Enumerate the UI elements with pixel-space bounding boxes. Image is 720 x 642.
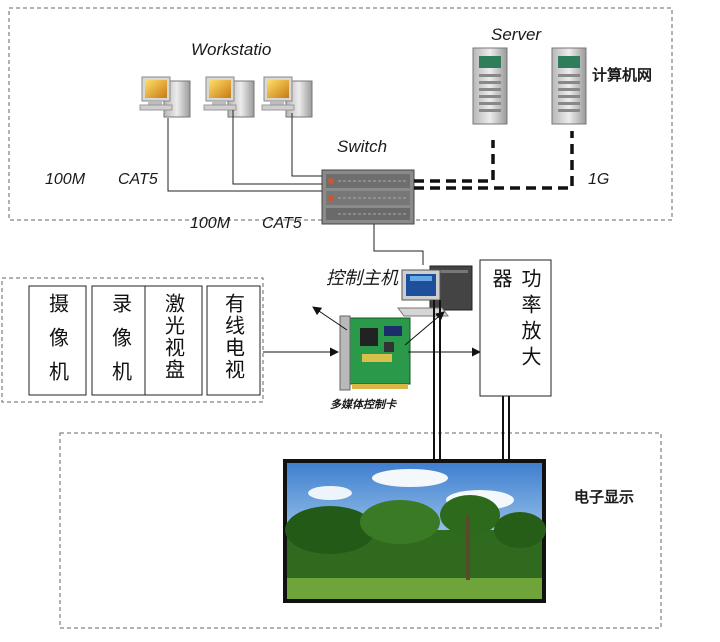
server-label: Server: [491, 25, 542, 44]
source-label-box: 有线电视: [208, 287, 260, 395]
display-label: 电子显示: [574, 488, 635, 506]
multimedia-card-icon: [339, 315, 411, 391]
computer-network-label: 计算机网: [592, 66, 653, 84]
signal-connections: [263, 306, 481, 357]
gigabit-uplinks: [414, 131, 574, 190]
multimedia-card-label: 多媒体控制卡: [330, 398, 396, 411]
server-icon: [551, 47, 587, 125]
source-label-box: 录像机: [93, 287, 149, 395]
server-icon: [472, 47, 508, 125]
display-screen: [283, 459, 546, 603]
workstation-label: Workstatio: [191, 40, 272, 59]
switch-label: Switch: [337, 137, 388, 156]
control-host-label: 控制主机: [326, 268, 398, 289]
source-label: 有线电视: [221, 293, 246, 381]
workstation-icon: [261, 76, 313, 118]
switch-icon: [321, 169, 415, 225]
source-box: [206, 285, 261, 396]
workstation-icon: [203, 76, 255, 118]
source-label: 摄像机: [45, 293, 70, 395]
display-region: [59, 432, 662, 629]
control-host-icon: [397, 265, 473, 317]
workstation-icon: [139, 76, 191, 118]
source-box: [144, 285, 203, 396]
amplifier-label-box: 功率放大器: [489, 262, 542, 392]
source-label-box: 摄像机: [30, 287, 86, 395]
source-box: [28, 285, 87, 396]
bottom-speed-label: 100M: [190, 215, 231, 232]
bottom-cable-label: CAT5: [262, 215, 302, 232]
amplifier-box: [479, 259, 552, 397]
uplink-speed-label: 1G: [588, 171, 610, 188]
left-cable-label: CAT5: [118, 171, 158, 188]
source-label-box: 激光视盘: [146, 287, 202, 395]
amplifier-label: 功率放大器: [489, 268, 542, 372]
source-label: 录像机: [108, 293, 133, 395]
source-label: 激光视盘: [161, 293, 186, 381]
sources-region: [1, 277, 264, 403]
left-speed-label: 100M: [45, 171, 86, 188]
cat5-connections: [167, 110, 424, 265]
source-box: [91, 285, 150, 396]
display-feed-lines: [433, 300, 510, 460]
